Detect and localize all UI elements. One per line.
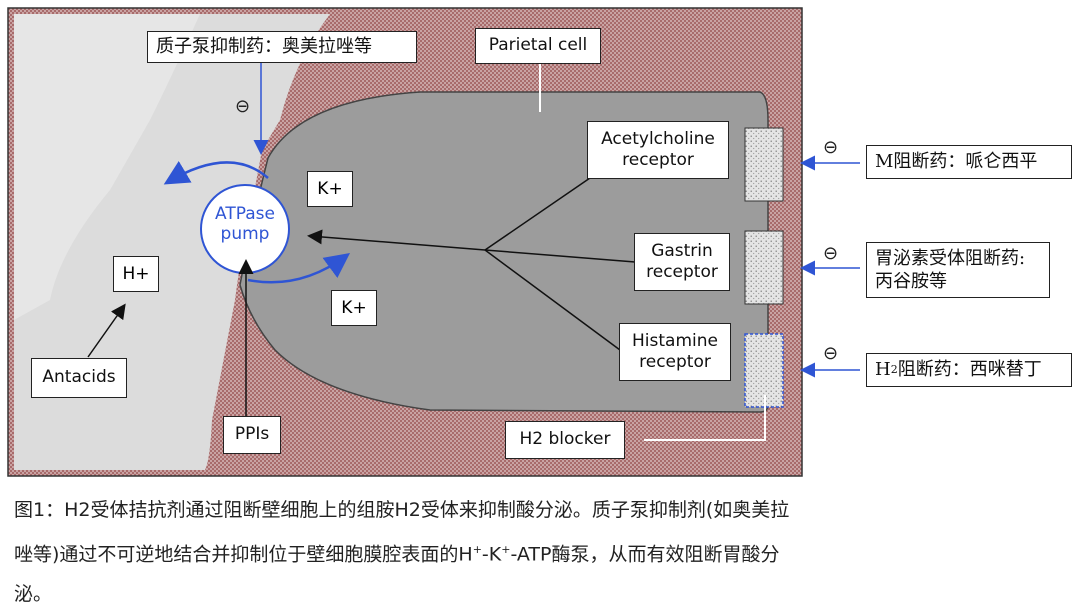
h-plus-label: H+ [113,256,159,292]
acetylcholine-receptor-block [744,127,784,202]
m-inhibit-symbol: ⊖ [823,137,839,158]
ppi-drug-label: 质子泵抑制药：奥美拉唑等 [147,31,417,63]
k-plus-top-label: K+ [307,171,353,207]
histamine-receptor-label: Histamine receptor [619,323,731,381]
antacids-arrow [87,303,126,358]
h2-drug-sub: 2 [890,362,898,376]
ppi-drug-text: 质子泵抑制药：奥美拉唑等 [156,36,372,58]
atpase-line1: ATPase [215,204,275,224]
gastrin-blocker-drug-label: 胃泌素受体阻断药: 丙谷胺等 [866,242,1050,298]
m-blocker-drug-text: M阻断药：哌仑西平 [875,151,1038,173]
caption-sup2: + [501,543,511,556]
gastrin-receptor-label: Gastrin receptor [634,233,730,291]
k-plus-bottom-label: K+ [331,290,377,326]
h2-inhibit-symbol: ⊖ [823,343,839,364]
gastrin-blocker-line2: 丙谷胺等 [875,271,947,292]
caption-part3: -ATP酶泵，从而有效阻断胃酸分泌。 [14,543,780,606]
atpase-pump-label: ATPase pump [201,204,289,244]
h2-drug-prefix: H [875,359,891,381]
ppi-inhibit-symbol: ⊖ [235,96,251,117]
histamine-signal-line [484,249,621,351]
h2-blocker-label: H2 blocker [505,421,625,459]
ppis-label: PPIs [223,416,281,454]
gastrin-receptor-block [744,230,784,305]
gastrin-blocker-line1: 胃泌素受体阻断药: [875,247,1026,269]
caption-part1: 图1：H2受体拮抗剂通过阻断壁细胞上的组胺H2受体来抑制酸分泌。质子泵抑制剂(如… [14,499,790,566]
figure-caption: 图1：H2受体拮抗剂通过阻断壁细胞上的组胺H2受体来抑制酸分泌。质子泵抑制剂(如… [14,490,804,614]
gastrin-signal-line [484,249,636,263]
acetylcholine-receptor-label: Acetylcholine receptor [587,121,729,179]
antacids-label: Antacids [31,358,127,398]
caption-part2: -K [481,543,502,566]
m-blocker-drug-label: M阻断药：哌仑西平 [866,145,1072,179]
parietal-cell-label: Parietal cell [475,28,601,64]
signal-to-pump-arrow [307,229,486,251]
gastrin-inhibit-symbol: ⊖ [823,243,839,264]
k-ion-arrow [247,253,351,284]
ach-signal-line [484,177,591,251]
caption-sup1: + [472,543,482,556]
h2-blocker-pointer [644,395,766,441]
lumen-inner [14,14,200,320]
h-ion-out-arrow [163,161,269,185]
atpase-line2: pump [220,224,270,244]
h2-drug-rest: 阻断药：西咪替丁 [897,359,1042,381]
